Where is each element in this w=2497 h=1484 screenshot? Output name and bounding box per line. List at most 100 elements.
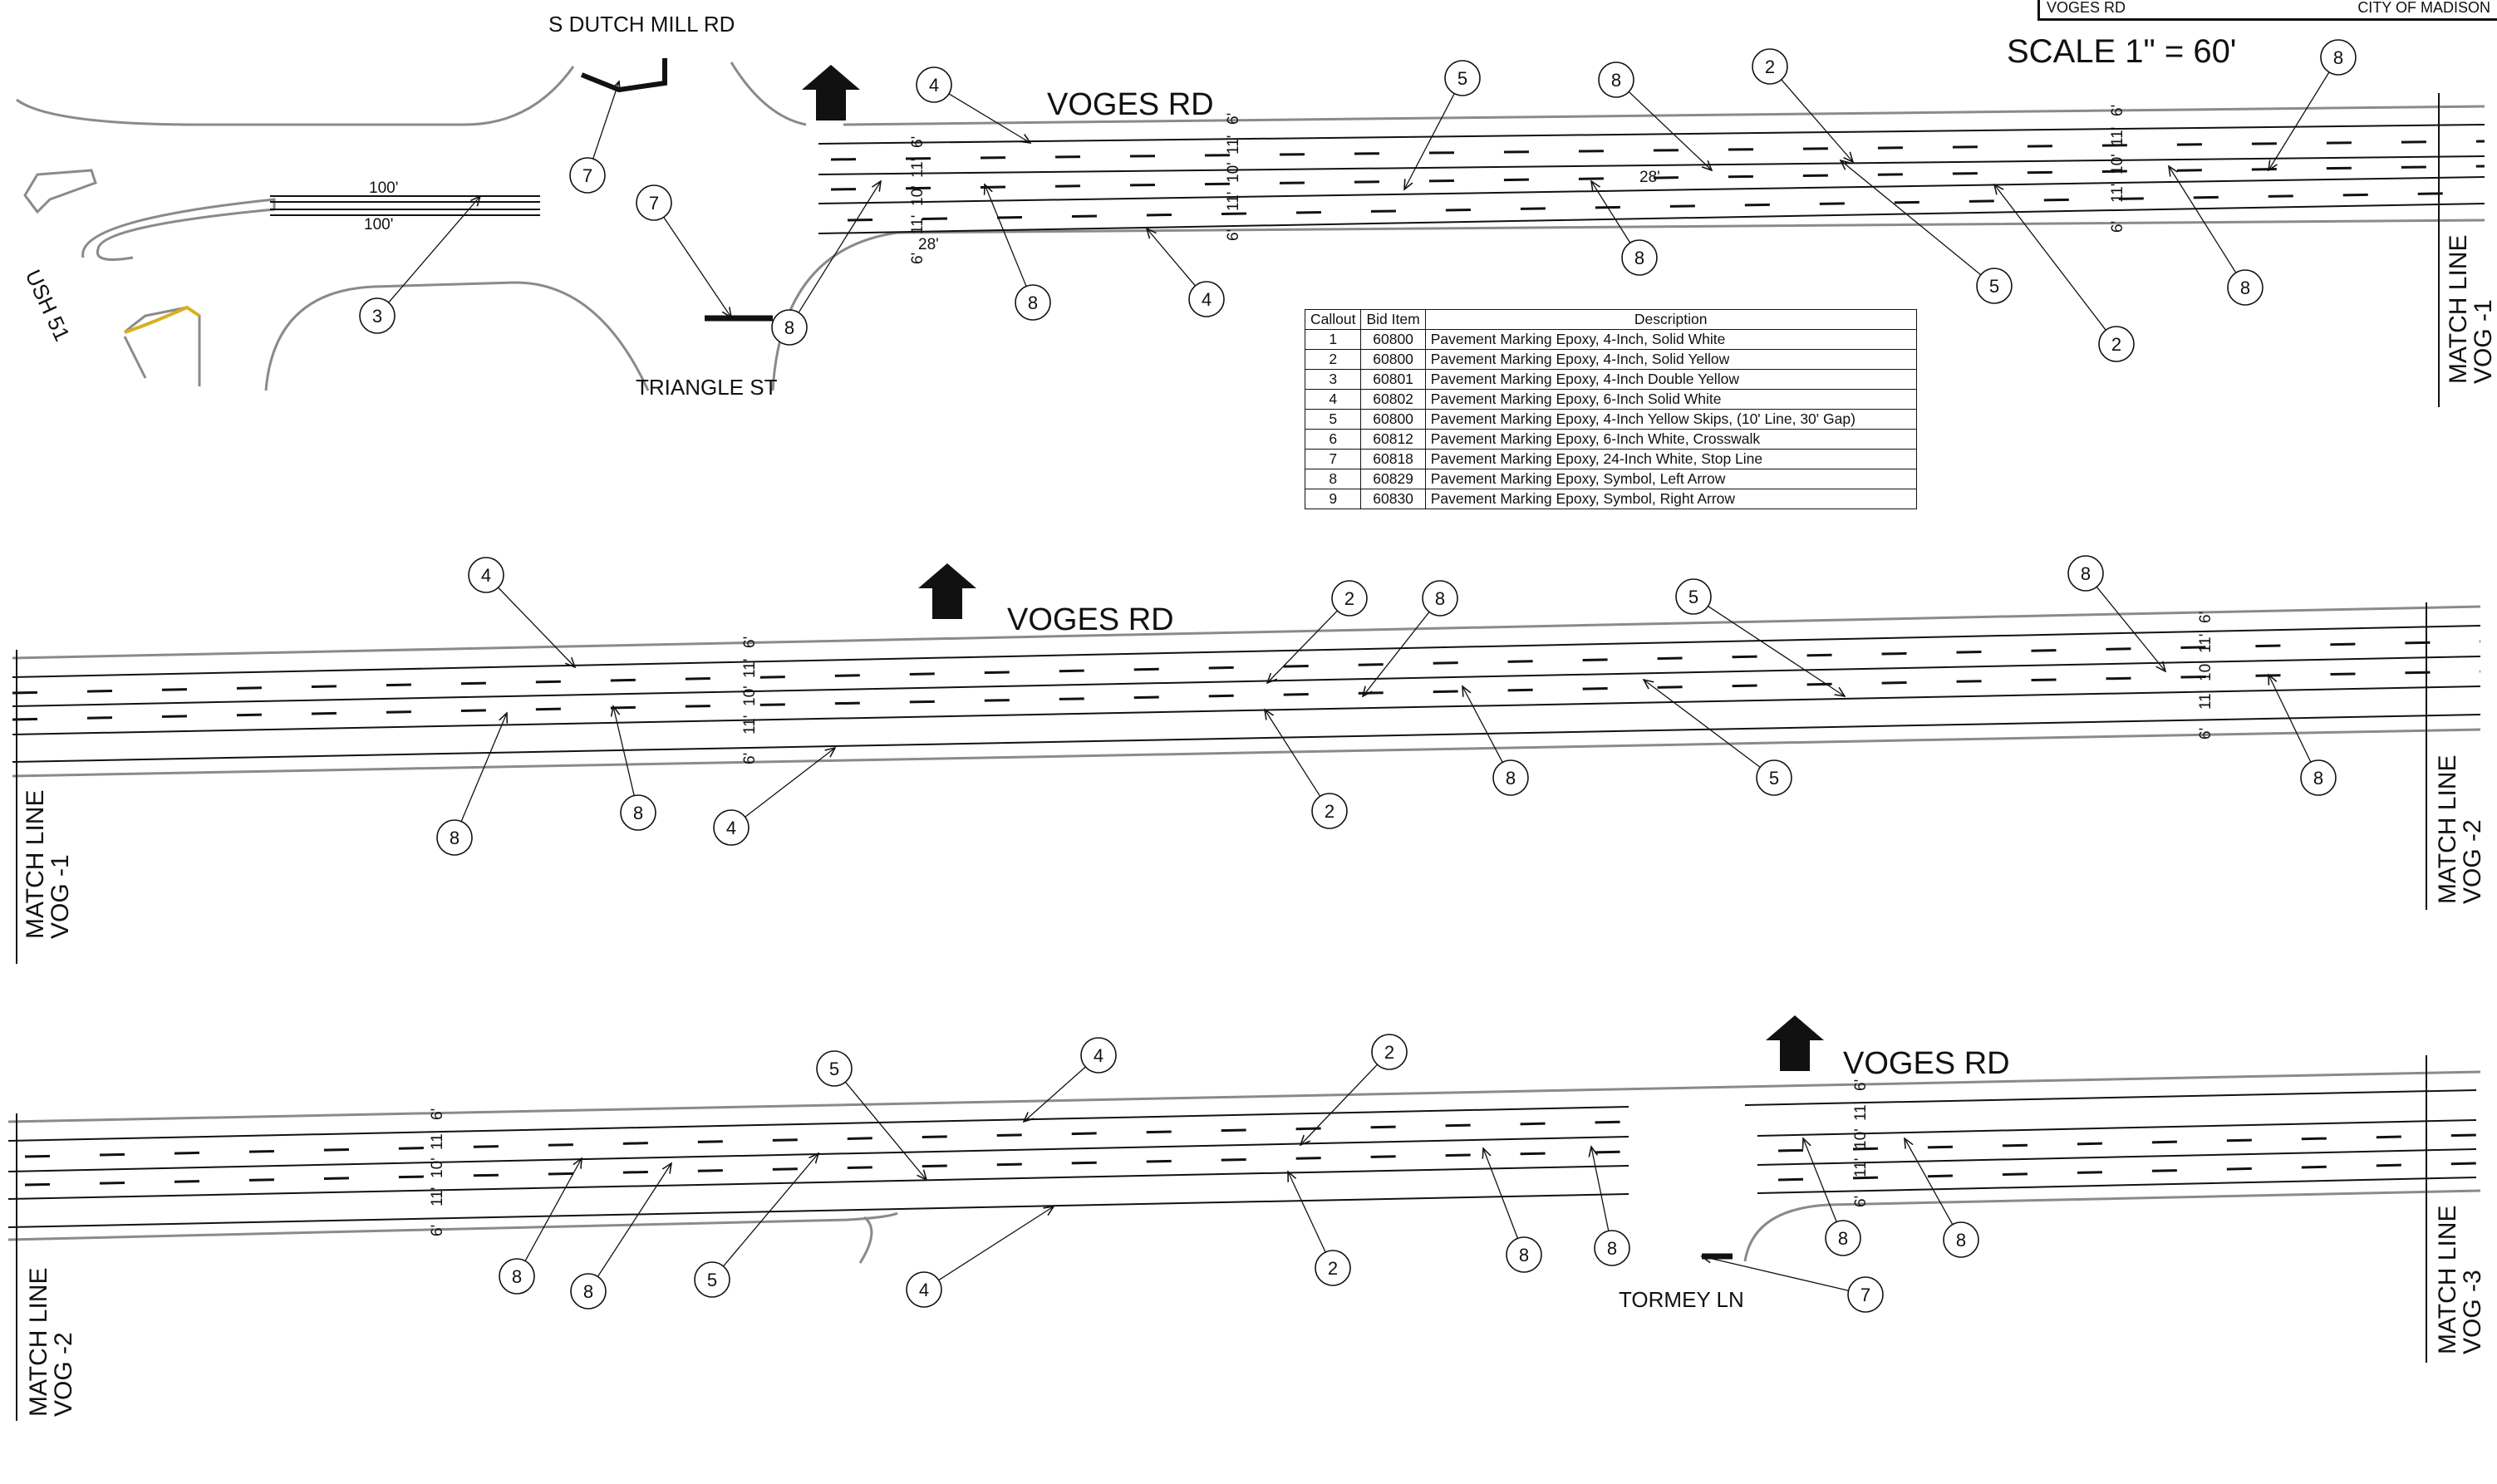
callout-leader-line: [1300, 1064, 1378, 1145]
callout-circle: [620, 794, 656, 831]
callout-leader-line: [1994, 184, 2106, 331]
match-line-label-vog1-bottom: MATCH LINE VOG -1: [22, 790, 74, 939]
yellow-skip-line: [830, 165, 2485, 191]
callout-circle: [1371, 1034, 1408, 1070]
lane-width-label: 11': [2197, 690, 2214, 710]
svg-text:VOG -2: VOG -2: [50, 1332, 77, 1417]
callout-number: 8: [784, 317, 794, 338]
legend-cell-callout: 9: [1304, 489, 1362, 509]
callout-circle: [906, 1271, 942, 1308]
callout-bubble: 8: [1506, 1236, 1542, 1273]
callout-circle: [1492, 759, 1529, 796]
callout-circle: [2098, 326, 2135, 362]
callout-bubble: 8: [2067, 555, 2104, 592]
sheet-1: [16, 58, 2485, 407]
callout-number: 4: [929, 75, 939, 96]
yellow-skip-line: [12, 670, 2481, 721]
callout-bubble: 8: [2300, 759, 2337, 796]
callout-circle: [816, 1050, 853, 1087]
lane-line: [12, 714, 2481, 763]
callout-circle: [1675, 578, 1712, 615]
callout-circle: [1976, 268, 2013, 304]
callout-number: 8: [2081, 563, 2091, 584]
callout-bubble: 3: [359, 297, 396, 334]
callout-bubble: 2: [2098, 326, 2135, 362]
lane-width-label: 6': [2197, 612, 2214, 623]
road-edge: [12, 605, 2481, 660]
yellow-skip-line: [24, 1120, 1629, 1158]
sheet-2: [12, 563, 2481, 964]
callout-bubble: 4: [713, 809, 750, 846]
callout-circle: [1506, 1236, 1542, 1273]
svg-text:VOG -1: VOG -1: [2470, 299, 2497, 384]
lane-width-label: 10': [1852, 1128, 1870, 1149]
lane-width-label: 10': [909, 185, 927, 206]
legend-cell-callout: 2: [1304, 349, 1362, 370]
lane-width-label: 11': [429, 1131, 446, 1150]
callout-leader-line: [1483, 1148, 1519, 1239]
lane-width-label: 6': [909, 253, 927, 264]
legend-cell-callout: 4: [1304, 389, 1362, 410]
callout-bubble: 4: [916, 66, 952, 103]
lane-width-label: 11': [1852, 1102, 1870, 1121]
svg-text:VOG -1: VOG -1: [47, 854, 74, 939]
match-line-label-vog2-top: MATCH LINE VOG -2: [2434, 755, 2486, 904]
callout-bubble: 2: [1752, 48, 1788, 85]
callout-number: 8: [450, 828, 460, 848]
lane-width-label: 6': [429, 1225, 446, 1236]
callout-leader-line: [1265, 710, 1321, 797]
lane-line: [818, 176, 2485, 204]
lane-width-label: 6': [2109, 221, 2126, 233]
callout-number: 2: [1765, 57, 1775, 77]
svg-text:MATCH LINE: MATCH LINE: [25, 1268, 52, 1417]
callout-circle: [1756, 759, 1792, 796]
stop-line: [580, 58, 667, 93]
callout-number: 5: [1457, 68, 1467, 89]
callout-circle: [499, 1258, 535, 1295]
legend-cell-bid-item: 60812: [1360, 429, 1426, 450]
legend-cell-description: Pavement Marking Epoxy, 6-Inch White, Cr…: [1424, 429, 1917, 450]
callout-leader-line: [1288, 1172, 1326, 1253]
callout-number: 7: [649, 193, 659, 214]
lane-line: [818, 124, 2485, 145]
callout-leader-line: [948, 93, 1030, 143]
callout-circle: [713, 809, 750, 846]
lane-line: [1744, 1089, 2477, 1106]
callout-leader-line: [592, 81, 619, 160]
lane-width-label: 11': [2109, 127, 2126, 146]
callout-leader-line: [1363, 612, 1430, 696]
callout-bubble: 4: [1080, 1037, 1117, 1074]
road-edge: [843, 105, 2485, 126]
lane-width-label: 11': [1225, 135, 1242, 155]
callout-bubble: 4: [468, 557, 504, 593]
dimension-28-ft: 28': [1639, 169, 1660, 186]
callout-number: 8: [2240, 278, 2250, 298]
callout-circle: [694, 1261, 730, 1298]
road-edge: [7, 1070, 2481, 1123]
callout-bubble: 8: [1825, 1220, 1861, 1256]
callout-leader-line: [1267, 610, 1338, 683]
yellow-skip-line: [24, 1150, 1629, 1187]
callout-leader-line: [613, 706, 635, 796]
callout-bubble: 8: [1621, 239, 1658, 276]
legend-cell-description: Pavement Marking Epoxy, 4-Inch, Solid Ye…: [1424, 349, 1917, 370]
sheet-3: [7, 1015, 2481, 1421]
callout-bubble: 5: [1756, 759, 1792, 796]
yellow-curb: [124, 305, 201, 334]
callout-circle: [1080, 1037, 1117, 1074]
callout-bubble: 8: [2227, 269, 2264, 306]
callout-bubble: 2: [1315, 1250, 1351, 1286]
legend-cell-bid-item: 60829: [1360, 469, 1426, 489]
callout-leader-line: [844, 1081, 927, 1180]
callout-number: 8: [1435, 588, 1445, 609]
callout-number: 4: [726, 818, 736, 838]
callout-leader-line: [1462, 686, 1503, 763]
curb-line: [16, 66, 575, 126]
lane-width-label: 6': [741, 753, 759, 764]
callout-circle: [1015, 284, 1051, 321]
traffic-island: [23, 169, 97, 214]
north-arrow-icon: [1766, 1015, 1824, 1071]
callout-leader-line: [2096, 586, 2165, 671]
